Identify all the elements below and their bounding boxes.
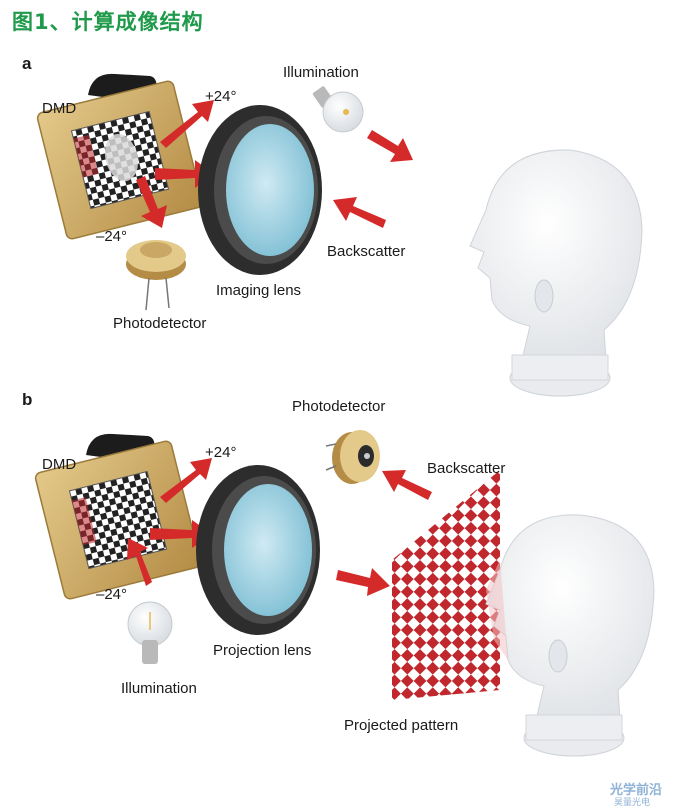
imaging-lens-a bbox=[198, 105, 322, 275]
head-b bbox=[485, 514, 655, 757]
label-photodetector-b: Photodetector bbox=[292, 398, 386, 415]
label-minus-angle-a: –24° bbox=[96, 228, 128, 245]
panel-letter-a: a bbox=[22, 54, 32, 73]
watermark-sub: 昊量光电 bbox=[613, 797, 650, 807]
figure-title: 图1、计算成像结构 bbox=[12, 10, 204, 34]
head-a bbox=[469, 149, 643, 397]
label-imaging-lens: Imaging lens bbox=[216, 282, 302, 299]
label-projected-pattern: Projected pattern bbox=[344, 717, 459, 734]
label-dmd-a: DMD bbox=[42, 100, 77, 117]
bulb-a bbox=[312, 86, 364, 133]
bulb-b bbox=[127, 601, 173, 664]
label-photodetector-a: Photodetector bbox=[113, 315, 207, 332]
panel-letter-b: b bbox=[22, 390, 33, 409]
label-dmd-b: DMD bbox=[42, 456, 77, 473]
watermark-main: 光学前沿 bbox=[609, 782, 662, 797]
dmd-b bbox=[34, 440, 202, 600]
photodetector-a bbox=[126, 240, 186, 311]
label-illumination-b: Illumination bbox=[121, 680, 197, 697]
projection-lens-b bbox=[196, 465, 320, 635]
photodetector-b bbox=[325, 430, 380, 484]
arrows-a bbox=[136, 100, 413, 228]
label-illumination-a: Illumination bbox=[283, 64, 359, 81]
label-minus-angle-b: –24° bbox=[96, 586, 128, 603]
label-backscatter-b: Backscatter bbox=[427, 460, 506, 477]
label-plus-angle-a: +24° bbox=[205, 88, 237, 105]
dmd-a bbox=[36, 80, 204, 240]
label-plus-angle-b: +24° bbox=[205, 444, 237, 461]
label-backscatter-a: Backscatter bbox=[327, 243, 406, 260]
projected-pattern-b bbox=[392, 470, 500, 700]
label-projection-lens: Projection lens bbox=[213, 642, 312, 659]
